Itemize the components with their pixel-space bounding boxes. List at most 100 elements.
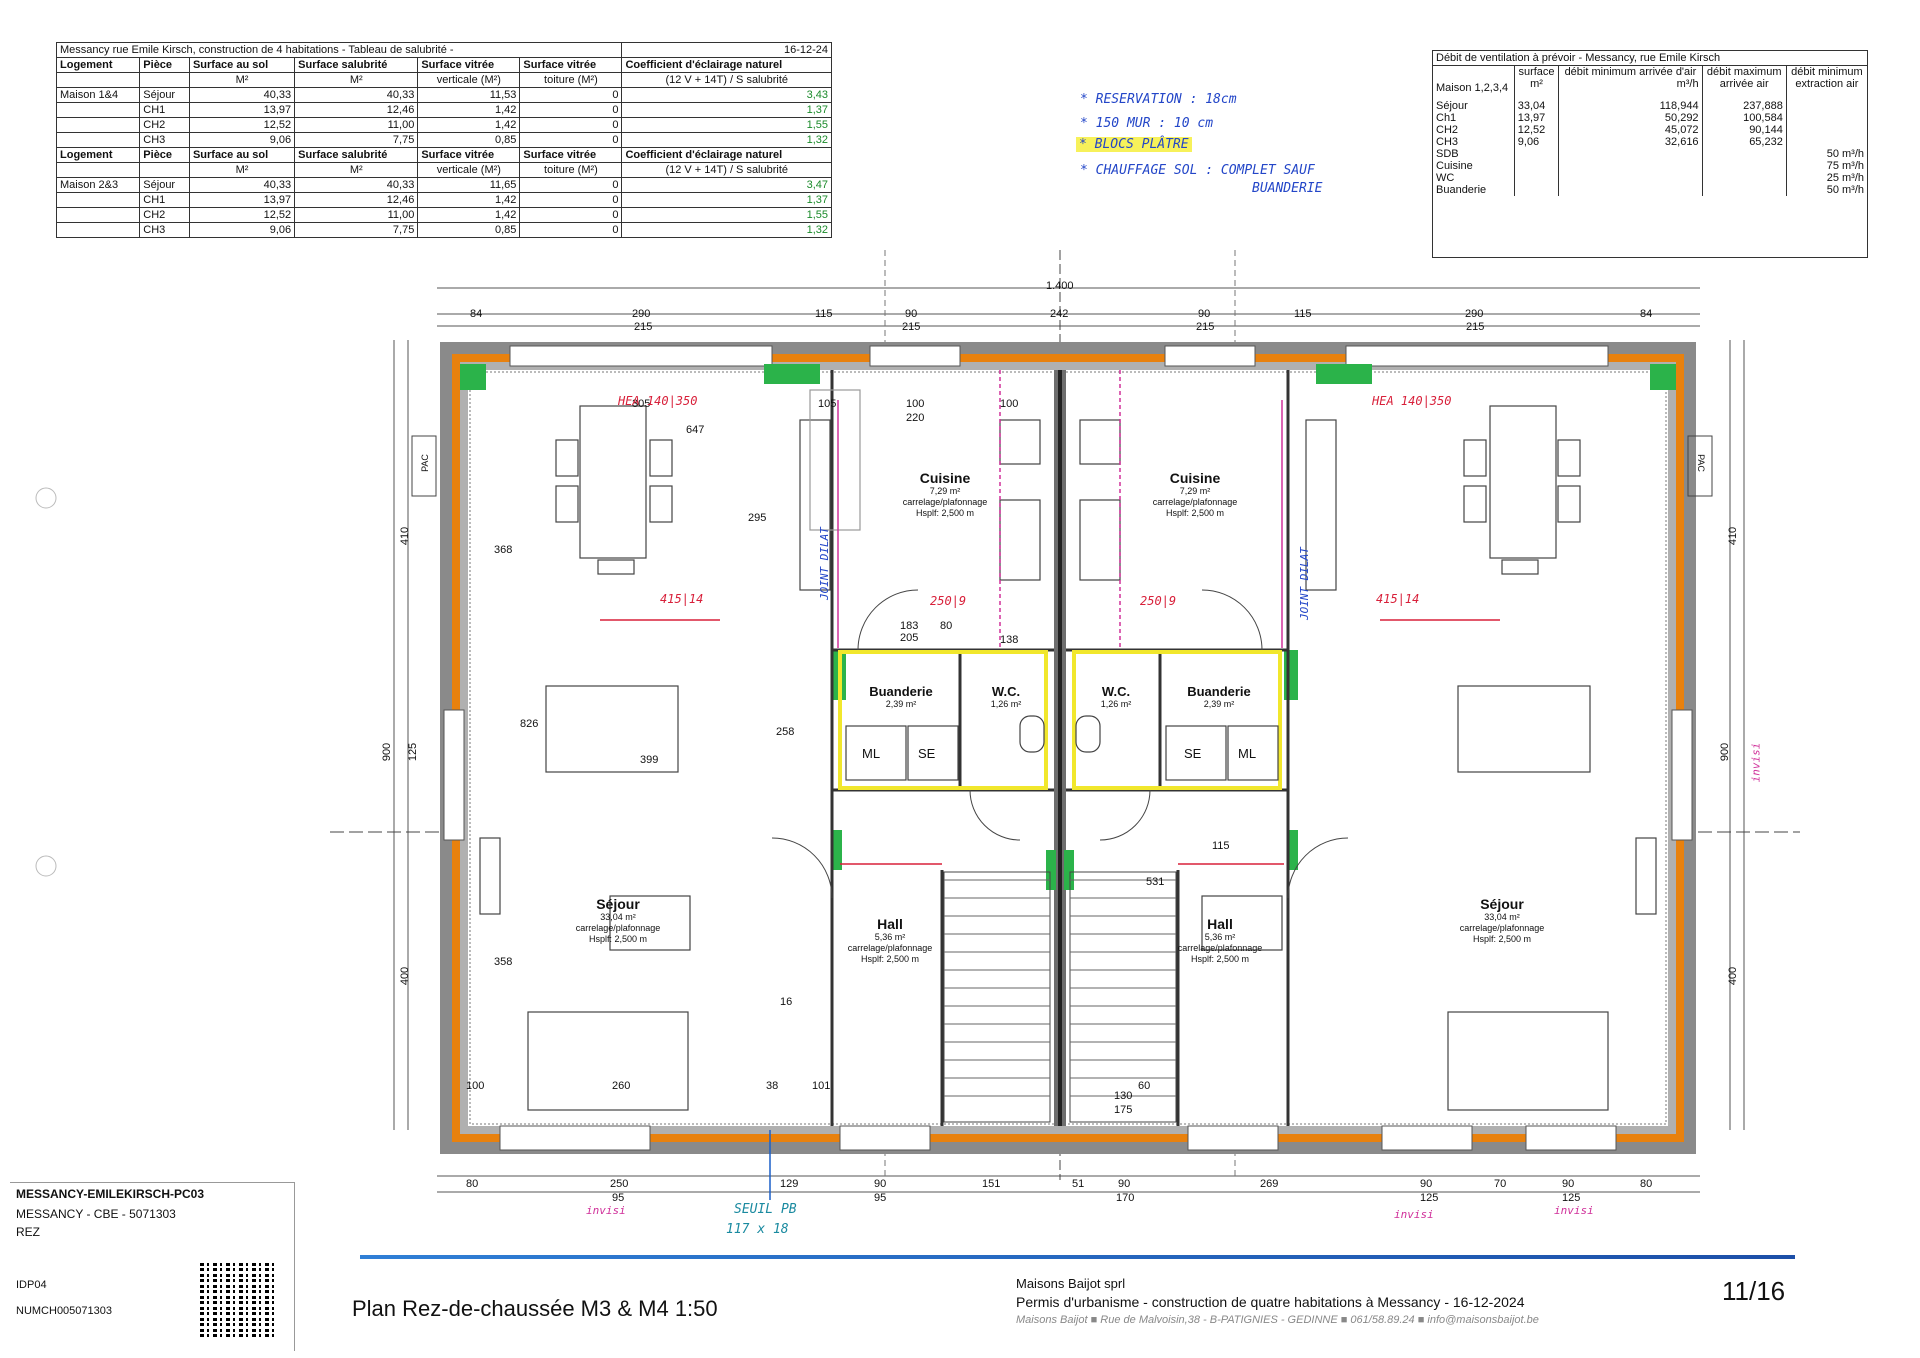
room-cuisine-right: Cuisine 7,29 m² carrelage/plafonnage Hsp…	[1130, 470, 1260, 519]
dimension-label: 80	[1640, 1178, 1653, 1190]
ventilation-cell: CH3	[1436, 136, 1459, 148]
dimension-label: 95	[612, 1192, 625, 1204]
dimension-label: 95	[874, 1192, 887, 1204]
ventilation-cell: CH2	[1436, 124, 1459, 136]
ventilation-cell: Cuisine	[1436, 160, 1473, 172]
ventilation-cell: 100,584	[1701, 112, 1787, 124]
room-height: Hsplf: 2,500 m	[1472, 934, 1532, 944]
salubrite-cell: Maison 2&3	[55, 177, 141, 193]
room-finish: carrelage/plafonnage	[1459, 923, 1545, 933]
dimension-label: 90	[1562, 1178, 1575, 1190]
ventilation-cell: 12,52	[1513, 124, 1559, 136]
dimension-label: 220	[906, 412, 925, 424]
room-area: 5,36 m²	[1204, 932, 1236, 942]
footer-rule	[360, 1255, 1795, 1259]
salubrite-cell: 1,32	[621, 222, 832, 238]
ventilation-cell	[1513, 184, 1559, 196]
ventilation-cell: Séjour	[1436, 100, 1468, 112]
dimension-label: 260	[612, 1080, 631, 1092]
markup-joint-right: JOINT DILAT	[1298, 547, 1311, 620]
label-pac-right: PAC	[1695, 454, 1706, 472]
markup-invisi-1: invisi	[586, 1204, 626, 1217]
vent-col-sub: arrivée air	[1719, 78, 1769, 90]
room-finish: carrelage/plafonnage	[847, 943, 933, 953]
salubrite-subheader-row: M² M² verticale (M²) toiture (M²) (12 V …	[55, 72, 832, 88]
ventilation-cell: SDB	[1436, 148, 1459, 160]
qr-code-icon	[200, 1261, 276, 1337]
room-name: Cuisine	[1169, 470, 1221, 486]
dimension-label: 258	[776, 726, 795, 738]
room-wc-left: W.C. 1,26 m²	[976, 684, 1036, 710]
salubrite-cell: CH2	[139, 117, 190, 133]
salubrite-cell: 9,06	[188, 222, 296, 238]
salubrite-cell: 40,33	[188, 177, 296, 193]
dimension-label: 138	[1000, 634, 1019, 646]
ventilation-cell	[1785, 136, 1867, 148]
vent-col-min-out: débit minimum	[1791, 66, 1863, 78]
room-area: 7,29 m²	[1179, 486, 1211, 496]
header-cell: Coefficient d'éclairage naturel	[621, 57, 832, 73]
salubrite-cell: 11,00	[294, 117, 419, 133]
dimension-label: 205	[900, 632, 919, 644]
subheader-cell: verticale (M²)	[417, 72, 521, 88]
company-name: Maisons Baijot sprl	[1016, 1276, 1126, 1291]
ventilation-cell: 90,144	[1701, 124, 1787, 136]
ventilation-cell	[1513, 160, 1559, 172]
dimension-label: 400	[1727, 966, 1740, 986]
vent-col-max-in: débit maximum	[1706, 66, 1782, 78]
dimension-label: 129	[780, 1178, 799, 1190]
room-name: Séjour	[596, 896, 640, 912]
ventilation-cell	[1785, 94, 1867, 112]
dimension-label: 368	[494, 544, 513, 556]
vent-col-surface: surface	[1518, 66, 1555, 78]
header-cell: Surface au sol	[188, 57, 296, 73]
ventilation-cell	[1701, 148, 1787, 160]
room-area: 33,04 m²	[1484, 912, 1520, 922]
note-blocs-platre: * BLOCS PLÂTRE	[1076, 137, 1192, 152]
ventilation-cell: Ch1	[1436, 112, 1457, 124]
markup-joint-left: JOINT DILAT	[818, 527, 831, 600]
ventilation-cell: WC	[1436, 172, 1455, 184]
page-number: 11/16	[1722, 1276, 1786, 1306]
ventilation-cell: 50,292	[1558, 112, 1703, 124]
room-name: Buanderie	[869, 684, 933, 699]
dimension-label: 170	[1116, 1192, 1135, 1204]
ventilation-cell	[1558, 172, 1703, 184]
dimension-label: 242	[1050, 308, 1069, 320]
dimension-label: 215	[1196, 321, 1215, 333]
salubrite-cell: 7,75	[294, 222, 419, 238]
dimension-label: 115	[815, 308, 833, 320]
room-finish: carrelage/plafonnage	[1152, 497, 1238, 507]
ventilation-cell: Buanderie	[1436, 184, 1487, 196]
cartouche-left: MESSANCY-EMILEKIRSCH-PC03 MESSANCY - CBE…	[10, 1182, 295, 1351]
ventilation-cell	[1558, 184, 1703, 196]
dimension-label: 100	[1000, 398, 1019, 410]
ventilation-cell: 118,944	[1558, 94, 1703, 112]
ventilation-cell: 65,232	[1701, 136, 1787, 148]
dimension-label: 215	[902, 321, 921, 333]
markup-invisi-2: invisi	[1394, 1208, 1434, 1221]
salubrite-cell: CH3	[139, 132, 190, 148]
cartouche-level: REZ	[16, 1225, 40, 1239]
salubrite-subheader-row-2: M² M² verticale (M²) toiture (M²) (12 V …	[55, 162, 832, 178]
salubrite-table-block: Messancy rue Emile Kirsch, construction …	[55, 42, 832, 238]
note-buanderie: BUANDERIE	[1252, 181, 1323, 196]
dimension-label: 125	[1420, 1192, 1439, 1204]
dimension-label: 399	[640, 754, 659, 766]
plan-title: Plan Rez-de-chaussée M3 & M4 1:50	[352, 1296, 718, 1321]
salubrite-cell: 13,97	[188, 102, 296, 118]
cartouche-numch: NUMCH005071303	[16, 1305, 112, 1317]
salubrite-table: Messancy rue Emile Kirsch, construction …	[55, 42, 832, 238]
salubrite-cell: 12,52	[188, 207, 296, 223]
